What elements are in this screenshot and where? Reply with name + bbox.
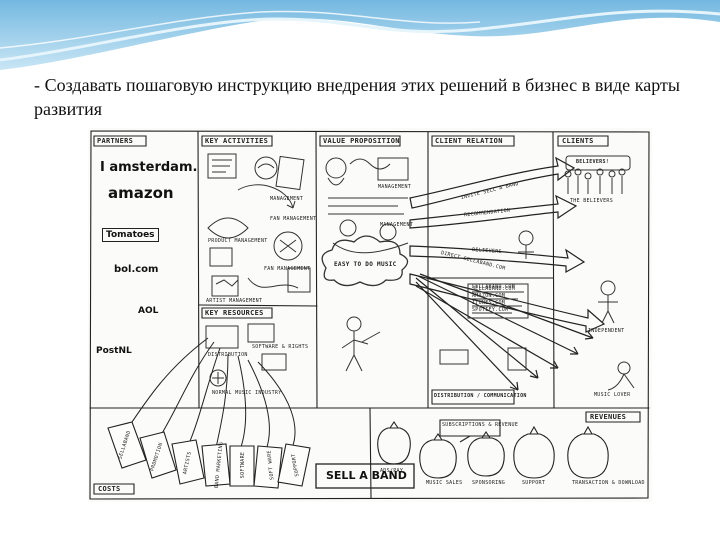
resource-label: NORMAL MUSIC INDUSTRY xyxy=(212,390,282,396)
client-label: MUSIC LOVER xyxy=(594,392,631,398)
distribution-label: SELLABAND.COM xyxy=(472,286,516,292)
resource-label: SOFTWARE & RIGHTS xyxy=(252,344,309,350)
bag-note: SUBSCRIPTIONS & REVENUE xyxy=(442,422,519,428)
block-header-partners: PARTNERS xyxy=(97,137,134,145)
client-label: THE BELIEVERS xyxy=(570,198,614,204)
client-label: BELIEVERS! xyxy=(576,159,610,165)
block-header-revenues: REVENUES xyxy=(590,413,627,421)
block-header-distribution: DISTRIBUTION / COMMUNICATION xyxy=(434,393,527,399)
relation-arrow-label: SELLABAND.COM xyxy=(472,284,516,290)
revenue-label: SUPPORT xyxy=(522,480,546,486)
block-header-key-activities: KEY ACTIVITIES xyxy=(205,137,269,145)
resource-label: DISTRIBUTION xyxy=(208,352,248,358)
partner-logo: I amsterdam. xyxy=(100,160,198,175)
block-header-costs: COSTS xyxy=(98,485,121,493)
revenue-label: ADS/PAY xyxy=(380,468,404,474)
header-wave xyxy=(0,0,720,70)
distribution-label: ITUNES.COM xyxy=(472,300,506,306)
partner-logo: Tomatoes xyxy=(102,228,159,242)
activity-label: ARTIST MANAGEMENT xyxy=(206,298,263,304)
revenue-label: TRANSACTION & DOWNLOAD xyxy=(572,480,645,486)
value-label: MANAGEMENT xyxy=(378,184,412,190)
block-header-clients: CLIENTS xyxy=(562,137,594,145)
canvas-sketch xyxy=(89,130,650,500)
partner-logo: amazon xyxy=(108,184,174,202)
block-header-key-resources: KEY RESOURCES xyxy=(205,309,264,317)
price-tag-label: SOFTWARE xyxy=(240,451,247,479)
client-label: INDEPENDENT xyxy=(588,328,625,334)
revenue-label: MUSIC SALES xyxy=(426,480,463,486)
partner-logo: PostNL xyxy=(96,346,132,356)
sellaband-logo: SELL A BAND xyxy=(326,469,407,482)
distribution-label: SPOTIFY.COM xyxy=(472,307,509,313)
partner-logo: bol.com xyxy=(114,264,159,275)
activity-label: FAN MANAGEMENT xyxy=(270,216,317,222)
value-label: MANAGEMENT xyxy=(380,222,414,228)
activity-label: MANAGEMENT xyxy=(270,196,304,202)
business-model-canvas: PARTNERS KEY ACTIVITIES VALUE PROPOSITIO… xyxy=(88,128,652,502)
value-cloud-text: EASY TO DO MUSIC xyxy=(334,261,397,268)
block-header-value-proposition: VALUE PROPOSITION xyxy=(323,137,400,145)
slide-caption: - Создавать пошаговую инструкцию внедрен… xyxy=(34,75,680,119)
distribution-label: AMAZON.COM xyxy=(472,293,506,299)
partner-logo: AOL xyxy=(138,306,159,316)
block-header-client-relation: CLIENT RELATION xyxy=(435,137,503,145)
activity-label: PRODUCT MANAGEMENT xyxy=(208,238,268,244)
activity-label: FAN MANAGEMENT xyxy=(264,266,311,272)
revenue-label: SPONSORING xyxy=(472,480,506,486)
